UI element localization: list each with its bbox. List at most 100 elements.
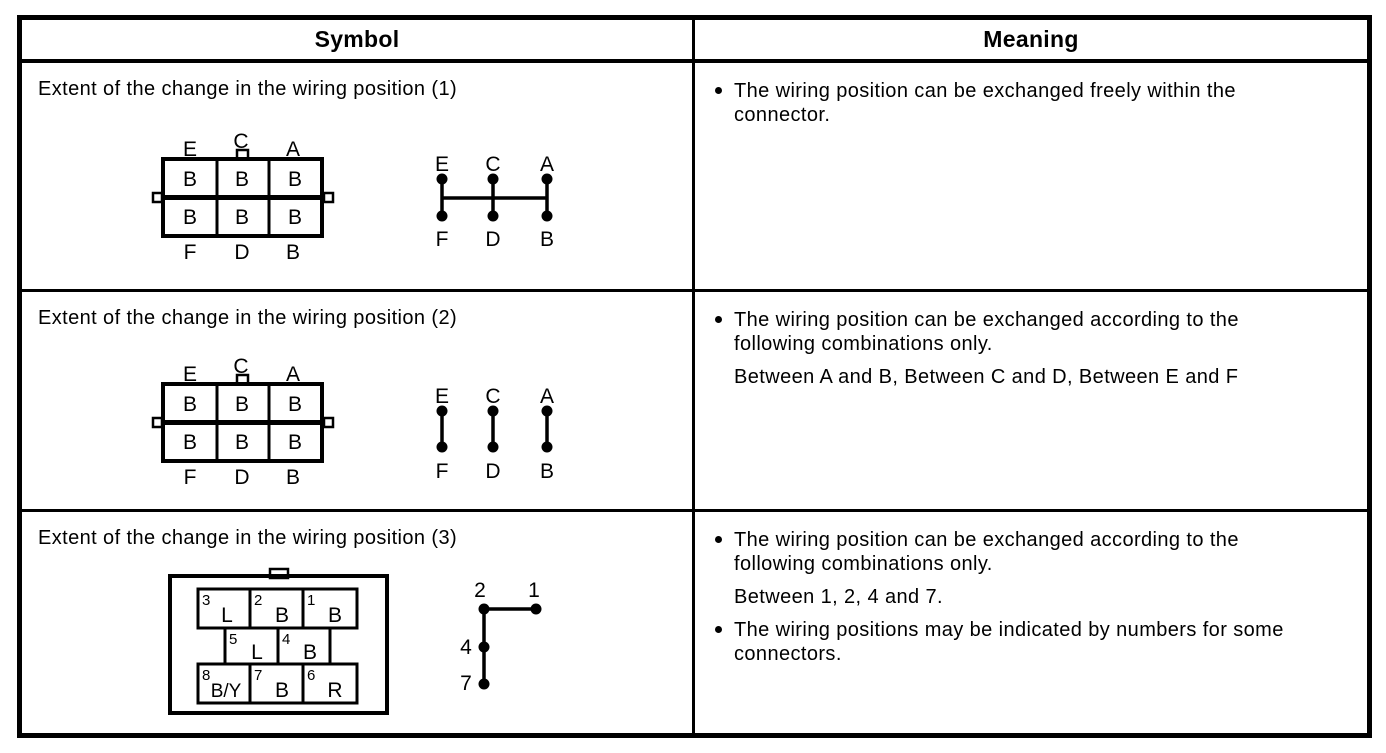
connector-grid-diagram: E C A B B B B B B F D B <box>151 355 335 489</box>
pin-label: E <box>435 153 449 176</box>
pin-label: D <box>234 241 249 264</box>
cavity-number: 5 <box>229 631 237 648</box>
cavity-label: B/Y <box>211 681 242 702</box>
pin-label: D <box>234 466 249 489</box>
cavity-label: B <box>288 393 302 416</box>
cavity-label: B <box>235 206 249 229</box>
meaning-item: The wiring position can be exchanged acc… <box>715 308 1355 356</box>
meaning-line: The wiring position can be exchanged acc… <box>734 309 1239 331</box>
node-label: 7 <box>460 672 472 695</box>
pin-label: B <box>540 460 554 483</box>
pin-label: B <box>286 241 300 264</box>
cavity-number: 2 <box>254 592 262 609</box>
connector-lock-tab-right <box>322 416 335 429</box>
pin-label: E <box>183 138 197 161</box>
cavity-box <box>196 662 252 705</box>
meaning-item: The wiring position can be exchanged acc… <box>715 528 1355 576</box>
wiring-node-dot <box>487 405 499 417</box>
header-meaning-label: Meaning <box>983 26 1079 52</box>
meaning-line: Between A and B, Between C and D, Betwee… <box>734 366 1239 388</box>
connector-outline <box>161 382 324 463</box>
meaning-line: The wiring position can be exchanged fre… <box>734 80 1236 102</box>
wiring-node-dot <box>478 641 490 653</box>
cavity-label: L <box>251 641 263 664</box>
meaning-item: Between 1, 2, 4 and 7. <box>715 585 1355 609</box>
pin-label: F <box>184 241 197 264</box>
numbered-connector-diagram: 3 L 2 B 1 B 5 L 4 B 8 B/Y 7 B 6 R <box>168 567 389 715</box>
bullet-icon <box>715 536 722 543</box>
exchange-link-diagram-pairs: E C A F D B <box>435 385 554 483</box>
cavity-label: B <box>183 206 197 229</box>
wiring-node-dot <box>436 173 448 185</box>
meaning-cell-row3: The wiring position can be exchanged acc… <box>695 512 1367 733</box>
symbol-meaning-table: Symbol Meaning Extent of the change in t… <box>17 15 1372 738</box>
numbered-link-diagram: 2 1 4 7 <box>460 579 542 695</box>
meaning-cell-row2: The wiring position can be exchanged acc… <box>695 292 1367 512</box>
cavity-label: B <box>235 168 249 191</box>
pin-label: D <box>485 460 500 483</box>
cavity-number: 8 <box>202 667 210 684</box>
pin-label: C <box>485 385 500 408</box>
meaning-item: The wiring positions may be indicated by… <box>715 618 1355 666</box>
cavity-label: B <box>235 393 249 416</box>
cavity-label: B <box>235 431 249 454</box>
cavity-label: B <box>275 679 289 702</box>
pin-label: A <box>540 153 554 176</box>
pin-label: F <box>436 460 449 483</box>
pin-label: A <box>286 138 300 161</box>
connector-lock-tab-left <box>151 416 164 429</box>
pin-label: C <box>233 355 248 378</box>
wiring-node-dot <box>478 603 490 615</box>
pin-label: E <box>183 363 197 386</box>
node-label: 2 <box>474 579 486 602</box>
wiring-node-dot <box>487 441 499 453</box>
cavity-box <box>223 626 280 666</box>
meaning-line: following combinations only. <box>734 553 993 575</box>
wiring-node-dot <box>530 603 542 615</box>
cavity-number: 1 <box>307 592 315 609</box>
cavity-label: B <box>183 431 197 454</box>
connector-outline <box>168 574 389 715</box>
cavity-label: B <box>288 168 302 191</box>
wiring-node-dot <box>436 210 448 222</box>
cavity-number: 3 <box>202 592 210 609</box>
symbol-cell-row3: Extent of the change in the wiring posit… <box>22 512 695 733</box>
cavity-label: B <box>183 393 197 416</box>
cavity-number: 7 <box>254 667 262 684</box>
cavity-label: B <box>288 431 302 454</box>
cavity-label: B <box>303 641 317 664</box>
pin-label: B <box>540 228 554 251</box>
pin-label: F <box>184 466 197 489</box>
header-cell-meaning: Meaning <box>695 20 1367 63</box>
meaning-line: Between 1, 2, 4 and 7. <box>734 586 943 608</box>
meaning-line: The wiring positions may be indicated by… <box>734 619 1284 641</box>
wiring-node-dot <box>487 173 499 185</box>
pin-label: C <box>233 130 248 153</box>
meaning-item: Between A and B, Between C and D, Betwee… <box>715 365 1355 389</box>
cavity-label: L <box>221 604 233 627</box>
row3-title: Extent of the change in the wiring posit… <box>38 527 458 549</box>
pin-label: D <box>485 228 500 251</box>
cavity-label: B <box>275 604 289 627</box>
meaning-line: connectors. <box>734 643 842 665</box>
symbol-cell-row2: Extent of the change in the wiring posit… <box>22 292 695 512</box>
wiring-node-dot <box>436 405 448 417</box>
cavity-number: 4 <box>282 631 290 648</box>
connector-lock-tab-left <box>151 191 164 204</box>
wiring-node-dot <box>541 405 553 417</box>
exchange-link-diagram-all: E C A F D B <box>435 153 554 251</box>
meaning-line: connector. <box>734 104 831 126</box>
meaning-line: The wiring position can be exchanged acc… <box>734 529 1239 551</box>
meaning-cell-row1: The wiring position can be exchanged fre… <box>695 63 1367 292</box>
cavity-label: B <box>183 168 197 191</box>
cavity-number: 6 <box>307 667 315 684</box>
node-label: 4 <box>460 636 472 659</box>
pin-label: E <box>435 385 449 408</box>
meaning-line: following combinations only. <box>734 333 993 355</box>
cavity-box <box>248 587 305 630</box>
wiring-node-dot <box>436 441 448 453</box>
node-label: 1 <box>528 579 540 602</box>
connector-outline <box>161 157 324 238</box>
cavity-label: B <box>328 604 342 627</box>
